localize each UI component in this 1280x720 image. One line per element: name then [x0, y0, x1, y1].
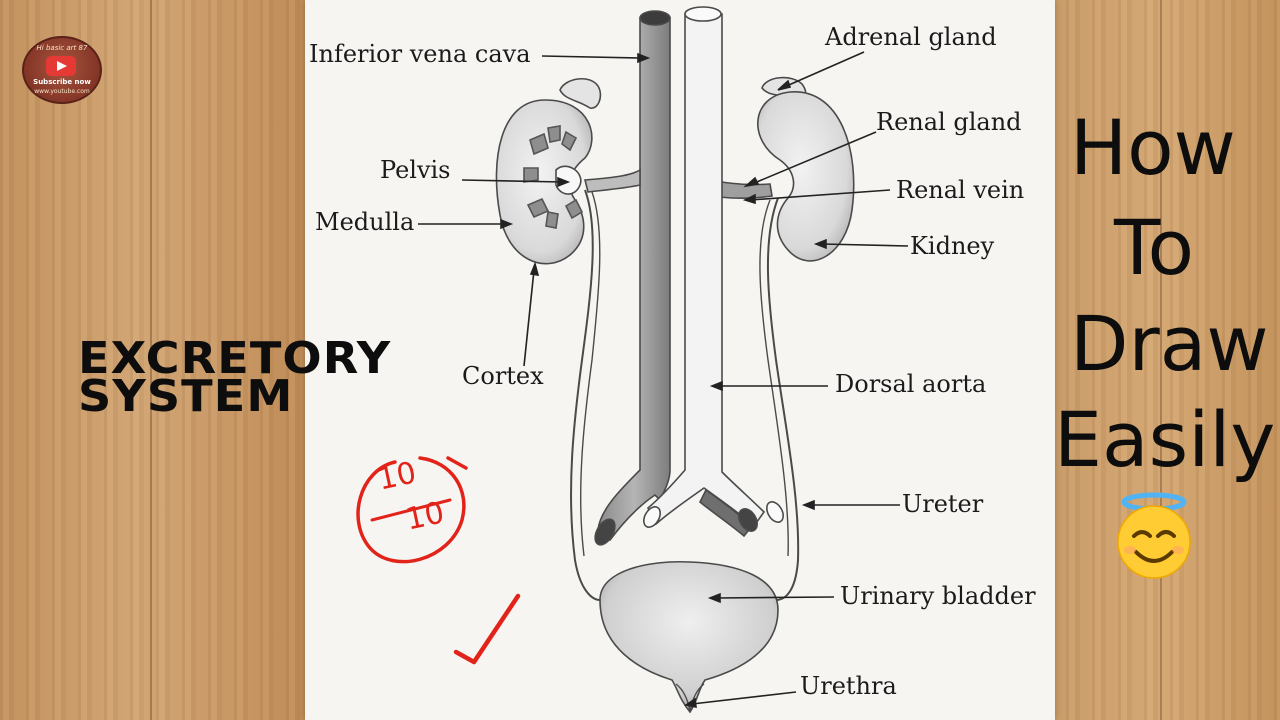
- how-to-line-3: Draw: [1070, 299, 1269, 388]
- checkmark-icon: [453, 593, 521, 665]
- logo-subscribe-text: Subscribe now: [33, 78, 91, 86]
- label-adrenal-gland: Adrenal gland: [825, 23, 997, 51]
- right-ureter: [766, 197, 800, 601]
- label-kidney: Kidney: [910, 232, 995, 260]
- label-ureter: Ureter: [902, 490, 984, 518]
- title-line-1: Excretory: [78, 333, 392, 384]
- channel-logo[interactable]: Hi basic art 87 Subscribe now www.youtub…: [22, 36, 102, 104]
- score-numerator: 10: [374, 455, 420, 498]
- how-to-line-2: To: [1114, 203, 1195, 292]
- label-dorsal-aorta: Dorsal aorta: [835, 370, 987, 398]
- logo-channel-name: Hi basic art 87: [36, 44, 88, 52]
- label-renal-gland: Renal gland: [876, 108, 1022, 136]
- page-title: Excretory system: [78, 333, 392, 422]
- urinary-bladder: [599, 560, 779, 714]
- label-cortex: Cortex: [462, 362, 544, 390]
- aorta-top: [684, 6, 722, 22]
- label-renal-vein: Renal vein: [896, 176, 1025, 204]
- score-mark: [356, 456, 468, 564]
- left-kidney-medulla: [523, 125, 584, 229]
- smiling-face-with-halo-icon: [1117, 492, 1191, 579]
- left-kidney-pelvis: [555, 165, 582, 195]
- dorsal-aorta: [647, 13, 766, 528]
- score-denominator: 10: [402, 495, 448, 538]
- label-inferior-vena-cava: Inferior vena cava: [309, 40, 531, 68]
- aorta-left-end: [643, 506, 661, 528]
- left-renal-vein: [583, 168, 641, 193]
- inferior-vena-cava: [597, 17, 671, 542]
- label-urinary-bladder: Urinary bladder: [840, 582, 1036, 610]
- how-to-line-1: How: [1070, 103, 1236, 192]
- left-ureter: [570, 189, 601, 601]
- plank-seam: [150, 0, 152, 720]
- title-line-2: system: [78, 371, 294, 422]
- how-to-line-4: Easily: [1054, 395, 1276, 484]
- iliac-vessel-right: [699, 488, 754, 538]
- right-ureter-inner: [759, 199, 789, 557]
- vena-cava-top: [639, 10, 671, 26]
- label-urethra: Urethra: [800, 672, 897, 700]
- plank-seam: [1160, 0, 1162, 720]
- logo-url-text: www.youtube.com: [34, 88, 90, 95]
- left-ureter-inner: [580, 191, 601, 557]
- aorta-right-end: [766, 501, 784, 523]
- youtube-play-icon: [46, 56, 76, 76]
- urethra: [675, 683, 705, 713]
- right-kidney: [757, 91, 855, 262]
- label-medulla: Medulla: [315, 208, 415, 236]
- left-adrenal-gland: [559, 78, 602, 109]
- right-iliac-end: [738, 508, 758, 532]
- label-pelvis: Pelvis: [380, 156, 451, 184]
- left-iliac-end: [594, 518, 616, 546]
